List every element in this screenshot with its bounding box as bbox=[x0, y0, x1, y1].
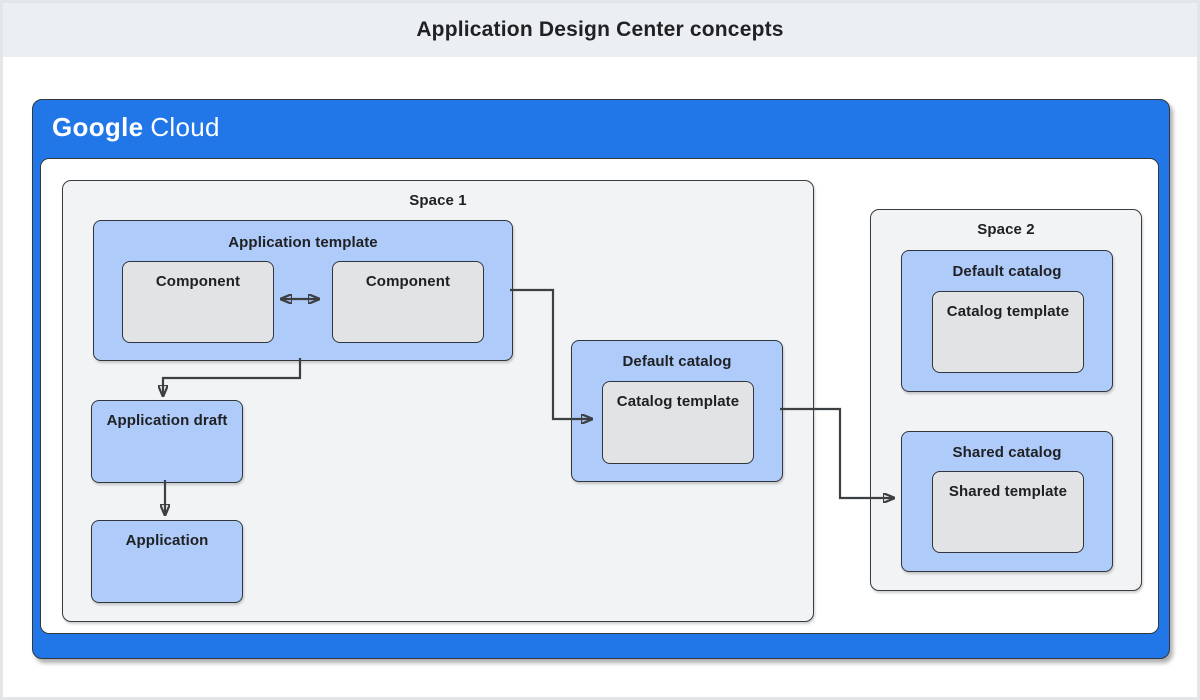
catalog-template-space2-label: Catalog template bbox=[946, 303, 1070, 320]
default-catalog-space2-box: Default catalog Catalog template bbox=[901, 250, 1113, 392]
space-1: Space 1 Application template Component C… bbox=[62, 180, 814, 622]
page-title: Application Design Center concepts bbox=[416, 18, 784, 41]
component-2-label: Component bbox=[365, 273, 451, 290]
shared-catalog-box: Shared catalog Shared template bbox=[901, 431, 1113, 572]
title-banner: Application Design Center concepts bbox=[3, 3, 1197, 57]
component-1-label: Component bbox=[155, 273, 241, 290]
space-1-label: Space 1 bbox=[409, 192, 467, 209]
application-template-label: Application template bbox=[228, 234, 378, 251]
default-catalog-space1-box: Default catalog Catalog template bbox=[571, 340, 783, 482]
shared-template-box: Shared template bbox=[932, 471, 1084, 553]
application-template-box: Application template Component Component bbox=[93, 220, 513, 361]
shared-template-label: Shared template bbox=[948, 483, 1068, 500]
default-catalog-space1-label: Default catalog bbox=[622, 353, 732, 370]
catalog-template-space1-box: Catalog template bbox=[602, 381, 754, 464]
application-draft-box: Application draft bbox=[91, 400, 243, 483]
catalog-template-space1-label: Catalog template bbox=[616, 393, 740, 410]
brand-cloud-text: Cloud bbox=[150, 112, 220, 142]
component-2-box: Component bbox=[332, 261, 484, 343]
default-catalog-space2-label: Default catalog bbox=[952, 263, 1062, 280]
brand-google-text: Google bbox=[52, 112, 144, 142]
catalog-template-space2-box: Catalog template bbox=[932, 291, 1084, 373]
application-box: Application bbox=[91, 520, 243, 603]
application-label: Application bbox=[125, 532, 209, 549]
component-1-box: Component bbox=[122, 261, 274, 343]
space-2: Space 2 Default catalog Catalog template… bbox=[870, 209, 1142, 591]
application-draft-label: Application draft bbox=[106, 412, 228, 429]
space-2-label: Space 2 bbox=[977, 221, 1035, 238]
shared-catalog-label: Shared catalog bbox=[952, 444, 1062, 461]
